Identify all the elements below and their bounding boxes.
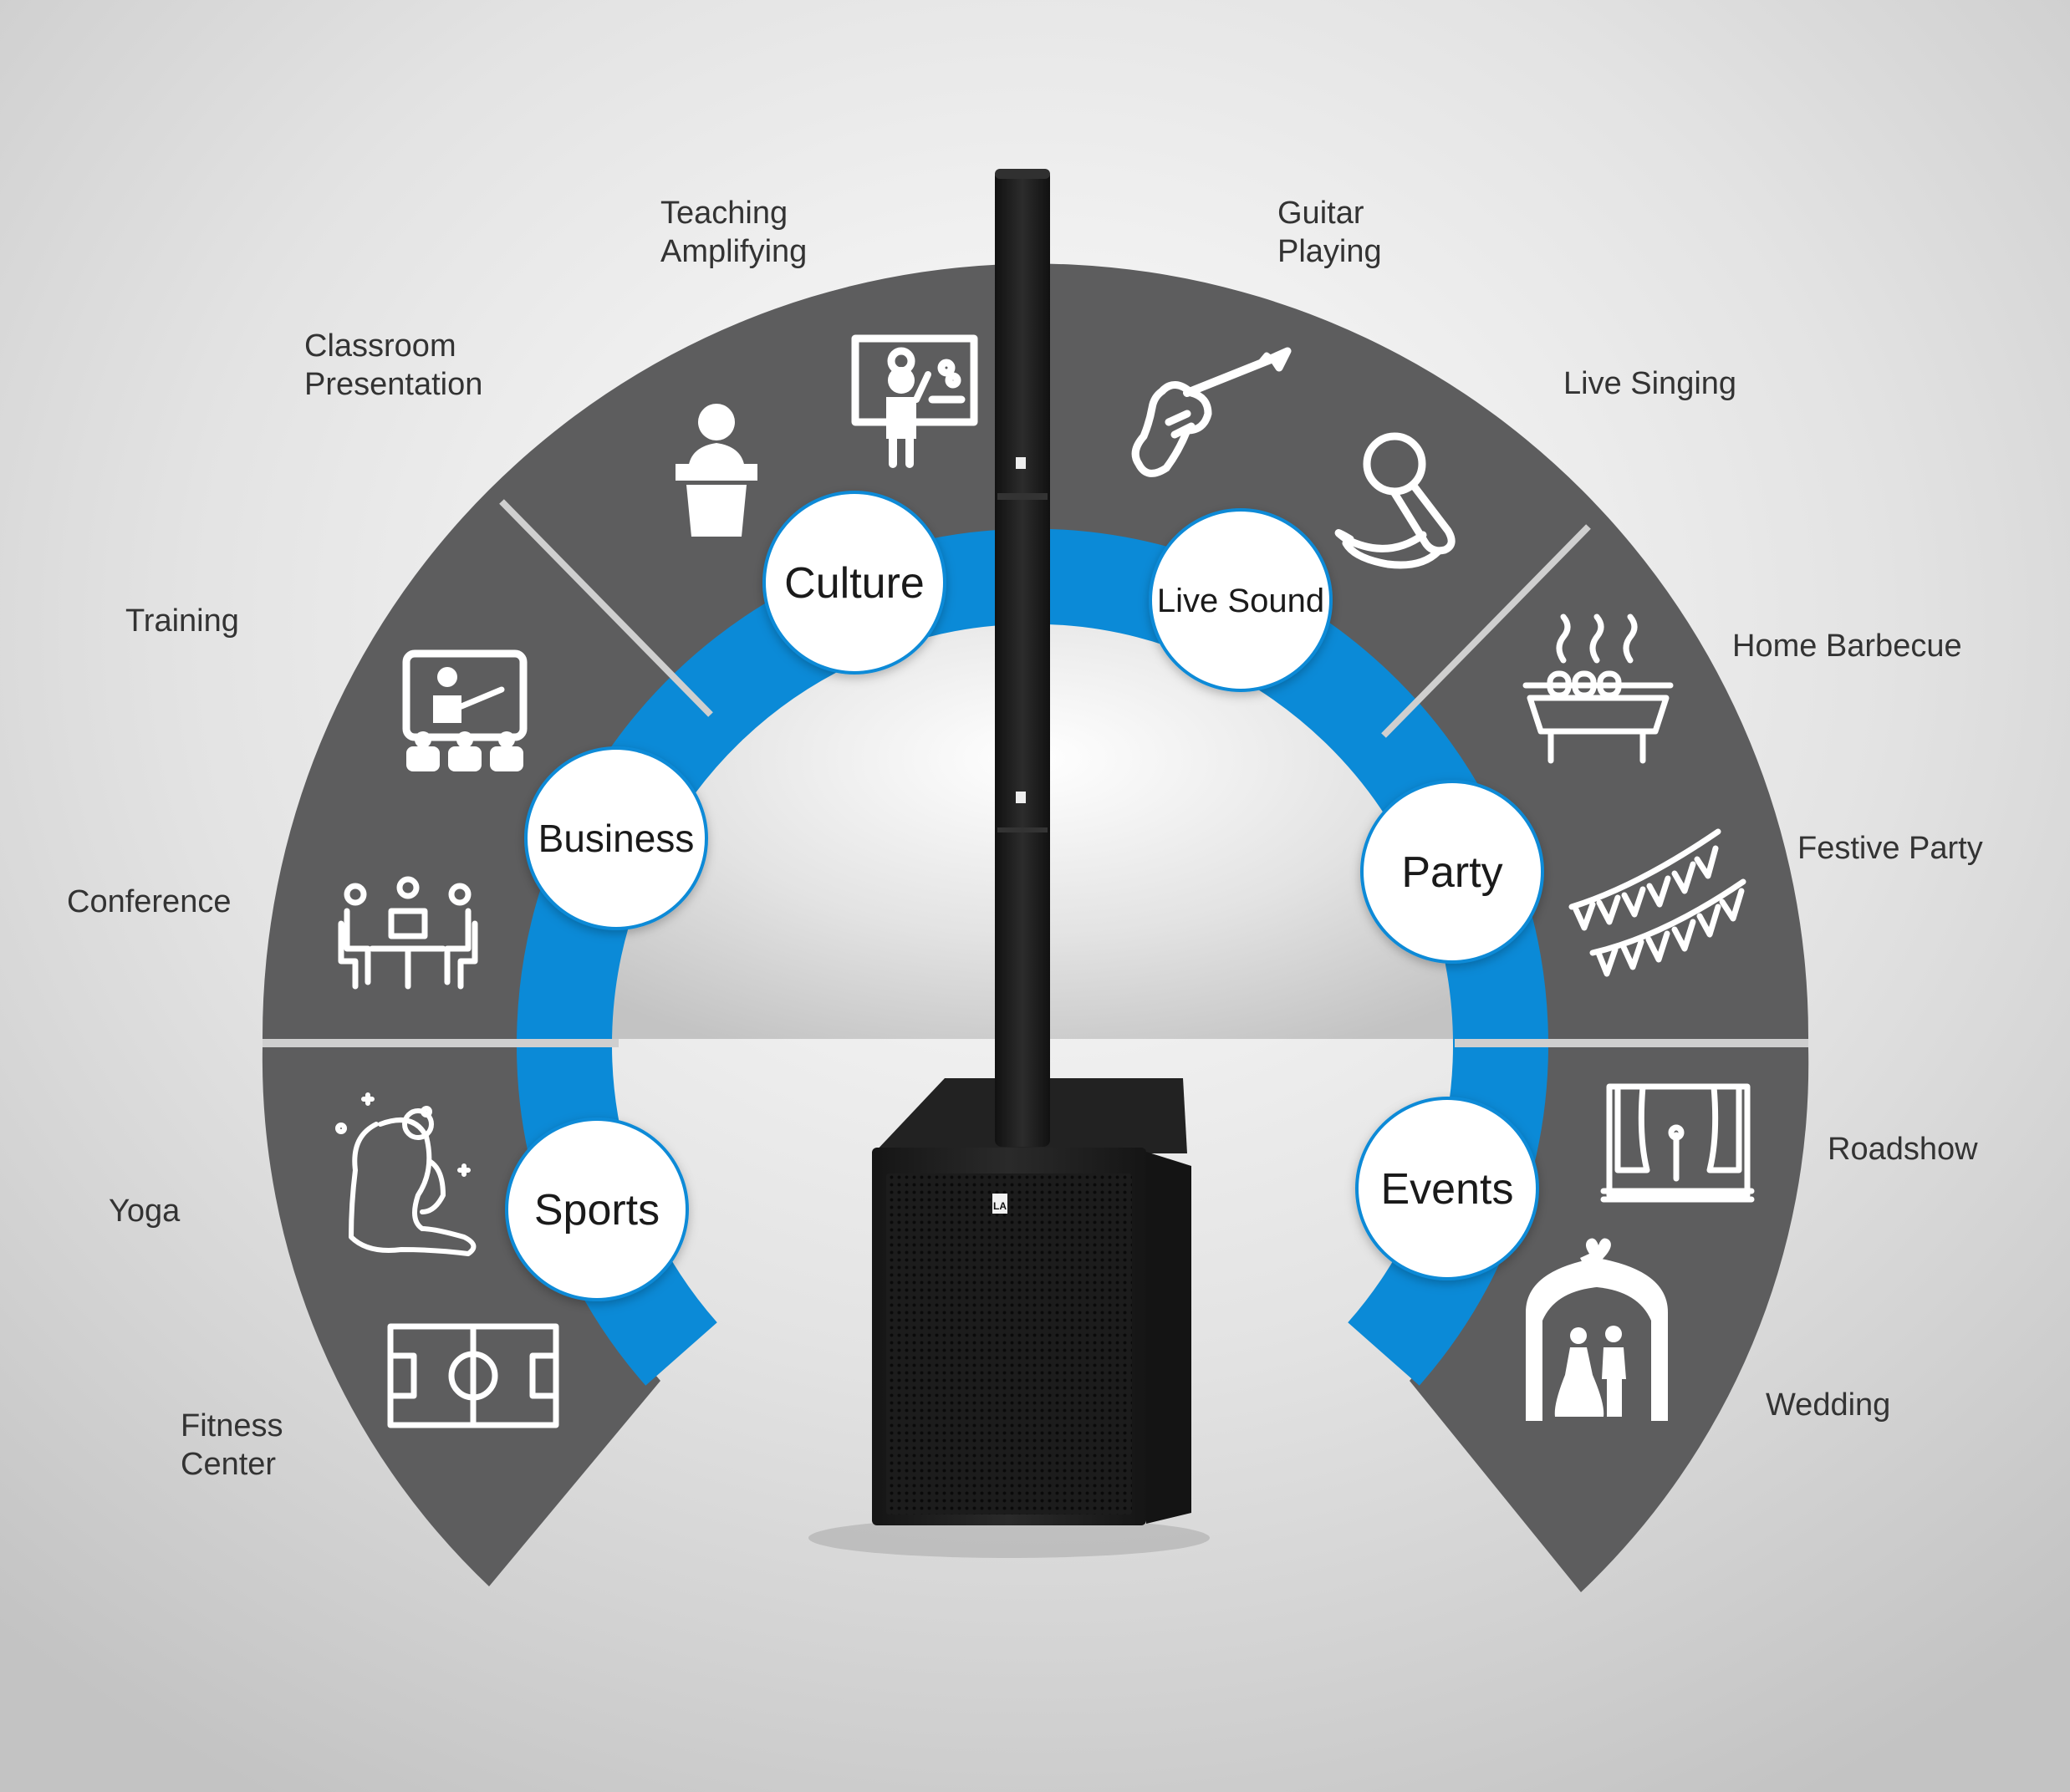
bunting-flags-icon — [1568, 828, 1746, 977]
category-circle-sports — [505, 1117, 689, 1301]
category-circle-live-sound — [1149, 508, 1333, 692]
wedding-arch-icon — [1526, 1238, 1668, 1421]
divider-line — [1381, 524, 1591, 738]
category-label-culture: Culture — [784, 559, 925, 608]
label-yoga: Yoga — [109, 1194, 181, 1229]
stage-curtain-icon — [1600, 1083, 1755, 1203]
category-label-events: Events — [1381, 1165, 1514, 1214]
category-circle-party — [1360, 780, 1544, 964]
category-label-business: Business — [538, 817, 695, 860]
label-roadshow: Roadshow — [1828, 1132, 1978, 1167]
category-circle-business — [524, 746, 708, 930]
column-speaker-system-icon: LA — [808, 169, 1210, 1558]
conference-table-icon — [338, 876, 478, 990]
product-logo: LA — [993, 1200, 1007, 1212]
category-label-party: Party — [1401, 848, 1502, 897]
divider-line — [499, 499, 713, 717]
label-festive-party: Festive Party — [1797, 831, 1983, 866]
category-label-live-sound: Live Sound — [1157, 583, 1324, 619]
podium-icon — [676, 404, 757, 537]
label-conference: Conference — [67, 884, 232, 919]
label-wedding: Wedding — [1766, 1387, 1891, 1423]
label-home-barbecue: Home Barbecue — [1732, 629, 1962, 664]
microphone-icon — [1334, 432, 1456, 569]
label-live-singing: Live Singing — [1563, 366, 1737, 401]
teacher-board-icon — [851, 334, 978, 468]
guitar-icon — [1131, 347, 1292, 477]
barbecue-grill-icon — [1522, 613, 1674, 764]
sports-field-icon — [387, 1323, 559, 1428]
label-training: Training — [125, 603, 239, 639]
category-circle-events — [1355, 1097, 1539, 1280]
category-label-sports: Sports — [534, 1186, 660, 1235]
training-screen-icon — [402, 649, 528, 771]
category-circle-culture — [762, 491, 946, 675]
yoga-pose-icon — [335, 1092, 477, 1256]
